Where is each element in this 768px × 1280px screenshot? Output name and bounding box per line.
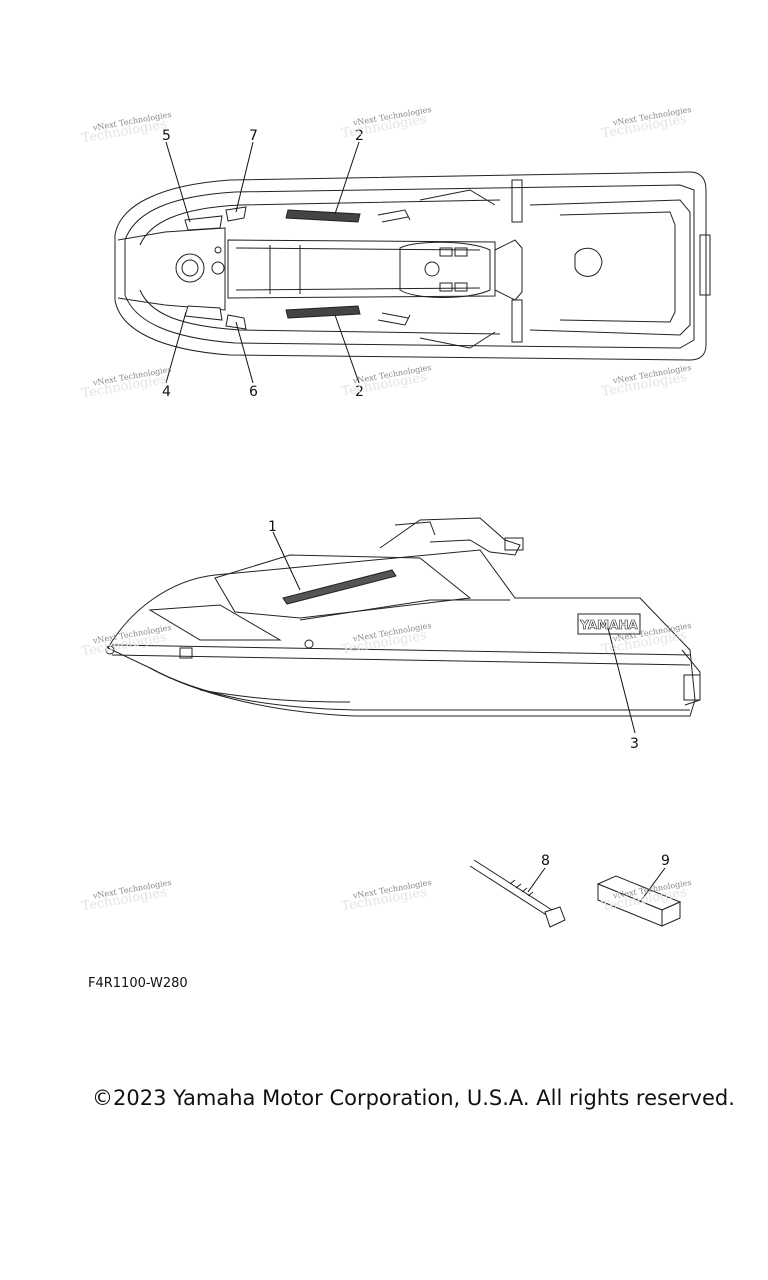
side-view-callouts: 1 3: [268, 519, 639, 752]
callout-2-bottom: 2: [355, 384, 364, 400]
callout-1: 1: [268, 519, 277, 535]
callout-5: 5: [162, 128, 171, 144]
diagram-code: F4R1100-W280: [88, 976, 188, 991]
tape-pad-illustration: 9: [596, 853, 682, 927]
top-view-illustration: [114, 171, 711, 361]
callout-7: 7: [249, 128, 258, 144]
callout-6: 6: [249, 384, 258, 400]
callout-8: 8: [541, 853, 550, 869]
copyright-notice: ©2023 Yamaha Motor Corporation, U.S.A. A…: [92, 1086, 735, 1110]
callout-4: 4: [162, 384, 171, 400]
cable-tie-illustration: 8: [469, 853, 566, 928]
callout-3: 3: [630, 736, 639, 752]
top-view-callouts: 5 7 2 4 6 2: [162, 128, 364, 400]
callout-2-top: 2: [355, 128, 364, 144]
callout-9: 9: [661, 853, 670, 869]
side-view-illustration: YAMAHA: [105, 517, 701, 717]
yamaha-decal-text: YAMAHA: [579, 618, 638, 632]
